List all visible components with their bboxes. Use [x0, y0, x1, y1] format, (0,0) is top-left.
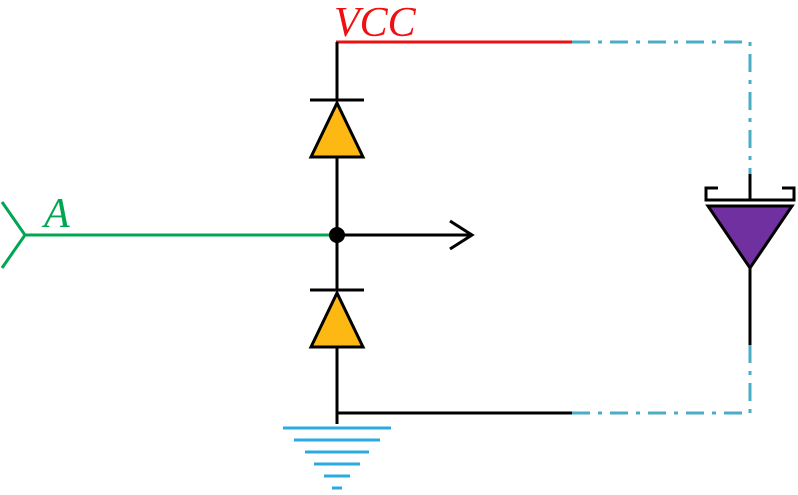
bottom-clamp-diode: [308, 288, 366, 349]
output-arrowhead-icon: [449, 219, 475, 251]
bottom-diode-body: [308, 289, 366, 349]
schottky-cathode-bar: [704, 186, 796, 202]
schottky-diode-body: [705, 204, 795, 271]
schottky-diode: [704, 186, 796, 271]
input-label: A: [41, 191, 70, 237]
dashed-return-wire-bottom: [572, 345, 752, 415]
dashed-return-wire-top: [572, 40, 752, 174]
vcc-label: VCC: [334, 0, 417, 46]
input-terminal-chevron: [0, 201, 27, 269]
top-clamp-diode: [308, 98, 366, 159]
ground-symbol: [283, 426, 391, 490]
top-diode-body: [308, 99, 366, 159]
